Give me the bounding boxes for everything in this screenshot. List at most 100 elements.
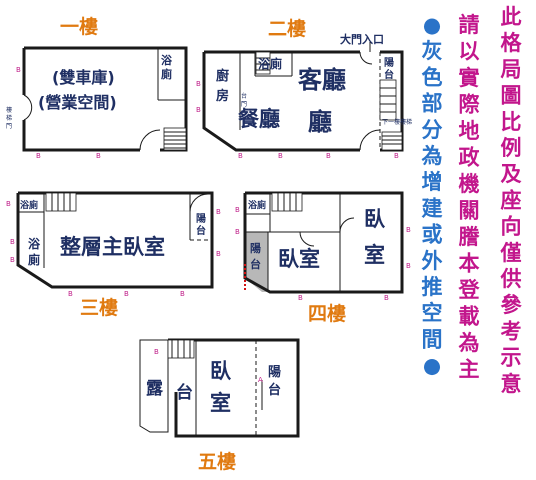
floor-5-terrace-2: 台 bbox=[176, 382, 193, 403]
side-note-char: 向 bbox=[501, 215, 522, 239]
floor-4-label: 四樓 bbox=[308, 302, 346, 325]
side-note-char: 本 bbox=[459, 252, 480, 276]
side-notes: 此格局圖比例及座向僅供參考示意請以實際地政機關謄本登載為主●灰色部分為增建或外推… bbox=[422, 5, 523, 396]
side-note-char: 參 bbox=[501, 293, 523, 317]
floor-3-label: 三樓 bbox=[80, 296, 118, 319]
marker-b: B bbox=[180, 290, 185, 298]
marker-b: B bbox=[196, 106, 201, 114]
floor-4-balcony-2: 台 bbox=[250, 257, 261, 271]
side-note-char: 此 bbox=[501, 5, 522, 29]
floor-2-tai-2: 門 bbox=[241, 101, 247, 108]
marker-b: B bbox=[68, 290, 73, 298]
marker-a: A bbox=[258, 376, 263, 384]
side-note-char: 主 bbox=[459, 358, 480, 382]
side-note-char: 供 bbox=[500, 267, 522, 291]
marker-b: B bbox=[196, 80, 201, 88]
side-note-char: 建 bbox=[422, 196, 443, 220]
marker-b: B bbox=[406, 226, 411, 234]
floor-3-balcony-1: 陽 bbox=[196, 213, 206, 225]
marker-b: B bbox=[10, 238, 15, 246]
floor-2-kitchen-1: 廚 bbox=[216, 68, 229, 84]
marker-b: B bbox=[36, 152, 41, 160]
marker-b: B bbox=[278, 152, 283, 160]
floor-5-label: 五樓 bbox=[198, 450, 236, 473]
side-note-char: 僅 bbox=[500, 241, 522, 265]
floor-2-dining: 餐廳 bbox=[238, 107, 280, 131]
floor-1-shop: (營業空間) bbox=[38, 93, 117, 112]
marker-b: B bbox=[216, 208, 221, 216]
floor-2-down: 下一樓樓梯 bbox=[382, 118, 412, 126]
marker-b: B bbox=[16, 66, 21, 74]
side-note-char: 圖 bbox=[501, 84, 522, 108]
floor-2-plan: 廚 房 浴廁 客廳 餐廳 廳 陽 台 下一樓樓梯 台 門 B B B B B B bbox=[196, 50, 412, 160]
floor-3-plan: 浴廁 浴 廁 整層主臥室 陽 台 B B B B B B B B bbox=[6, 191, 221, 298]
marker-b: B bbox=[298, 294, 303, 302]
side-note-char: 間 bbox=[422, 327, 443, 351]
side-note-char: 灰 bbox=[422, 39, 443, 63]
floor-5-plan: 露 台 臥 室 陽 台 A B bbox=[139, 338, 300, 438]
marker-b: B bbox=[6, 200, 11, 208]
side-note-char: 為 bbox=[459, 331, 480, 355]
floor-5-balcony-2: 台 bbox=[268, 382, 281, 398]
side-note-char: 增 bbox=[422, 170, 443, 194]
floor-2-balcony-1: 陽 bbox=[384, 57, 394, 69]
floor-4-bedroom-b-1: 臥 bbox=[364, 207, 386, 231]
floor-4-grey-area bbox=[245, 232, 268, 292]
marker-b: B bbox=[384, 294, 389, 302]
floor-1-plan: (雙車庫) (營業空間) 浴 廁 樓 梯 門 B B B bbox=[6, 46, 188, 160]
floor-2-tai: 台 bbox=[241, 92, 247, 100]
marker-b: B bbox=[96, 152, 101, 160]
floor-4-bedroom-a: 臥室 bbox=[278, 247, 320, 271]
side-note-char: 請 bbox=[459, 13, 480, 37]
floor-1-bath-1: 浴 bbox=[161, 53, 173, 67]
side-note-char: 部 bbox=[422, 92, 443, 116]
marker-b: B bbox=[394, 152, 399, 160]
floor-2-living-2: 廳 bbox=[308, 108, 332, 136]
floor-1-garage: (雙車庫) bbox=[52, 68, 115, 87]
side-note-char: 謄 bbox=[459, 225, 481, 249]
side-note-char: 推 bbox=[422, 275, 443, 299]
side-note-char: 登 bbox=[458, 278, 481, 302]
floor-1-stair bbox=[163, 127, 187, 151]
marker-b: B bbox=[216, 250, 221, 258]
floor-4-balcony-1: 陽 bbox=[250, 241, 261, 255]
floor-1-label: 一樓 bbox=[60, 15, 98, 38]
side-note-char: 分 bbox=[422, 118, 443, 142]
side-note-char: 考 bbox=[501, 319, 522, 343]
side-note-char: 意 bbox=[501, 372, 522, 396]
side-note-char: 示 bbox=[501, 346, 522, 370]
side-note-char: 機 bbox=[459, 172, 480, 196]
floor-5-bedroom-2: 室 bbox=[210, 391, 231, 415]
floor-3-bath-side-1: 浴 bbox=[28, 236, 41, 251]
side-note-char: 政 bbox=[459, 146, 481, 170]
side-note-char: 或 bbox=[422, 223, 443, 247]
side-note-char: 以 bbox=[459, 40, 480, 64]
floor-5-terrace-1: 露 bbox=[146, 379, 164, 399]
floor-4-plan: 浴廁 陽 台 臥室 臥 室 B B B B B B bbox=[235, 191, 411, 302]
side-note-char: 實 bbox=[459, 66, 480, 90]
floor-3-bath-top: 浴廁 bbox=[20, 199, 38, 211]
side-note-char: 外 bbox=[422, 249, 443, 273]
floor-2-living: 客廳 bbox=[298, 66, 346, 94]
marker-b: B bbox=[238, 152, 243, 160]
side-note-char: 為 bbox=[422, 144, 443, 168]
side-note-char: 座 bbox=[501, 188, 522, 212]
side-note-char: 空 bbox=[422, 301, 443, 325]
side-note-char: 地 bbox=[459, 119, 480, 143]
side-note-char: 局 bbox=[501, 57, 522, 81]
marker-b: B bbox=[406, 262, 411, 270]
marker-b: B bbox=[124, 290, 129, 298]
floor-5-balcony-1: 陽 bbox=[268, 364, 281, 380]
side-note-char: 關 bbox=[459, 199, 480, 223]
side-note-char: 際 bbox=[459, 93, 481, 117]
floor-4-bedroom-b-2: 室 bbox=[364, 243, 385, 267]
side-note-bullet: ● bbox=[423, 13, 441, 37]
side-note-char: 色 bbox=[422, 65, 443, 89]
floor-2-kitchen-2: 房 bbox=[216, 88, 229, 104]
floor-2-entrance: 大門入口 bbox=[340, 32, 384, 46]
floor-1-bath-2: 廁 bbox=[161, 67, 172, 81]
